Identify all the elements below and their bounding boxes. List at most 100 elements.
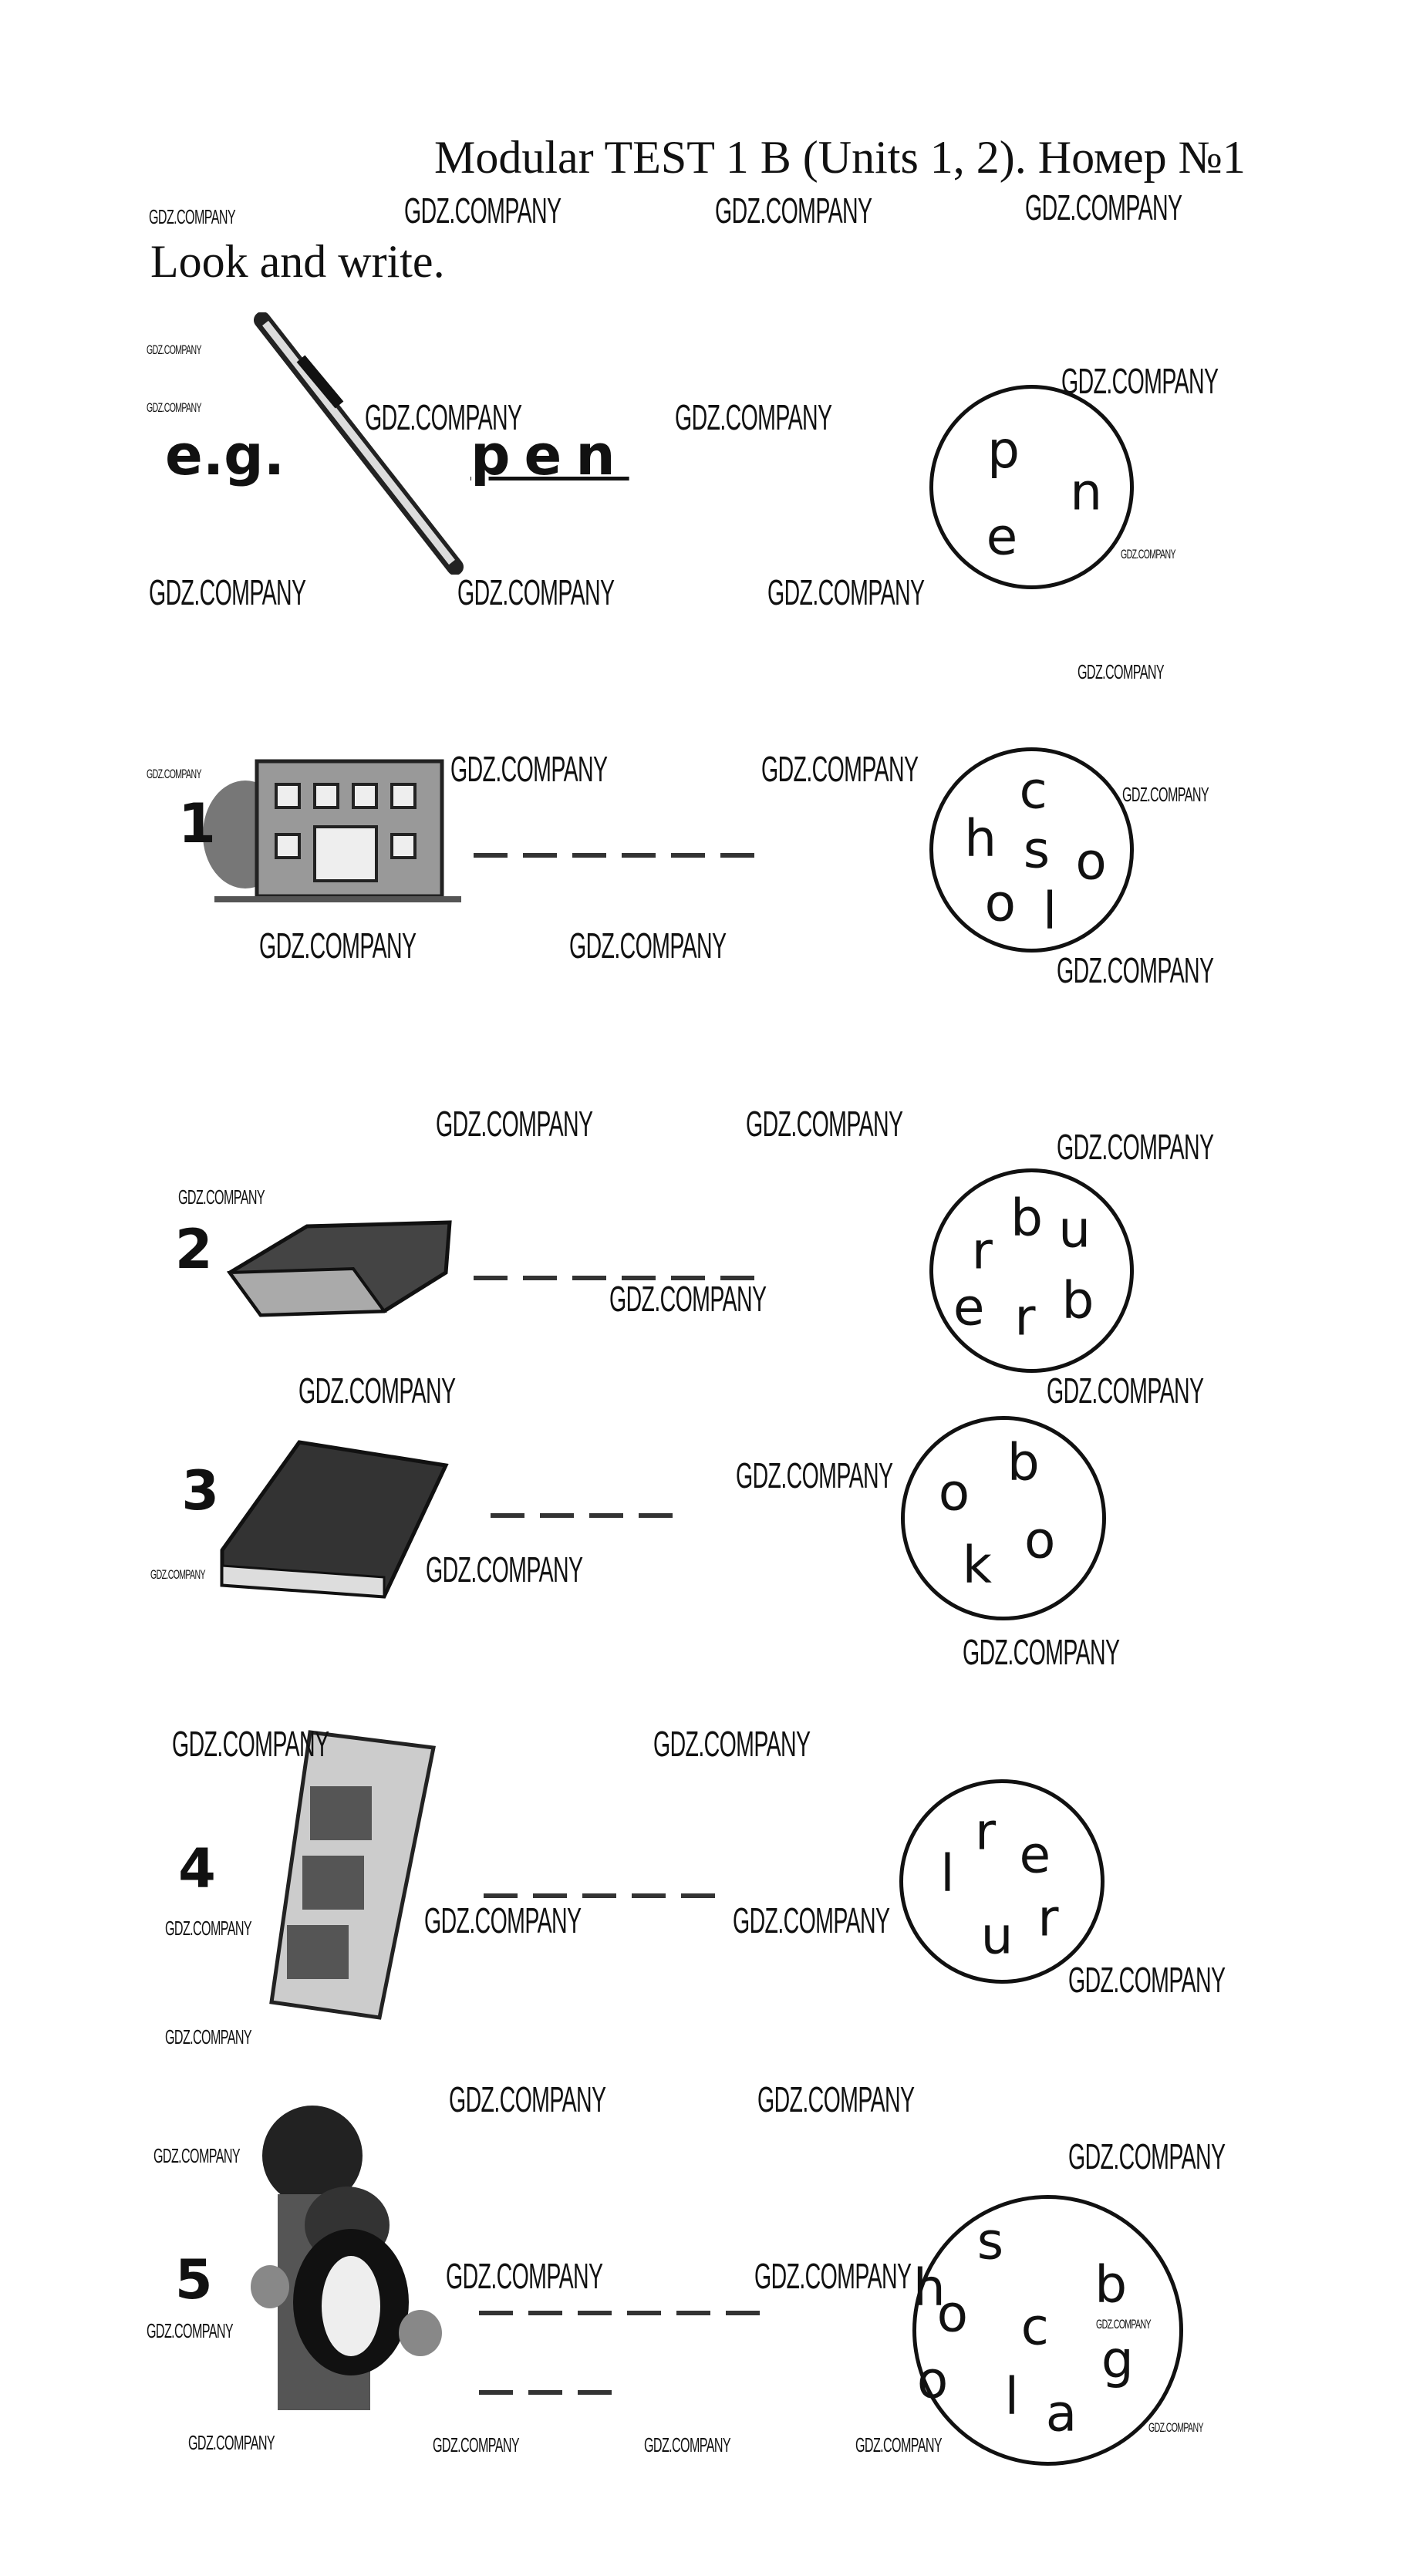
watermark: GDZ.COMPANY bbox=[609, 1278, 767, 1319]
school-picture bbox=[203, 759, 461, 902]
blank bbox=[490, 1513, 524, 1519]
letter-circle bbox=[929, 384, 1135, 589]
watermark: GDZ.COMPANY bbox=[746, 1103, 903, 1144]
watermark: GDZ.COMPANY bbox=[404, 191, 562, 231]
watermark: GDZ.COMPANY bbox=[450, 748, 608, 789]
blank bbox=[681, 1893, 716, 1898]
watermark: GDZ.COMPANY bbox=[148, 204, 236, 228]
watermark: GDZ.COMPANY bbox=[1078, 660, 1165, 684]
watermark: GDZ.COMPANY bbox=[653, 1724, 811, 1765]
example-label: e.g. bbox=[165, 423, 285, 487]
blank bbox=[523, 1276, 558, 1281]
scrambled-letter: r bbox=[1037, 1888, 1059, 1948]
watermark: GDZ.COMPANY bbox=[165, 1916, 252, 1940]
watermark: GDZ.COMPANY bbox=[364, 396, 522, 437]
answer-blanks[interactable] bbox=[474, 853, 755, 858]
blank bbox=[671, 853, 706, 858]
watermark: GDZ.COMPANY bbox=[457, 572, 615, 612]
watermark: GDZ.COMPANY bbox=[1122, 782, 1209, 806]
scrambled-letter: u bbox=[980, 1906, 1013, 1966]
watermark: GDZ.COMPANY bbox=[1056, 1126, 1214, 1167]
scrambled-letter: o bbox=[936, 2284, 968, 2344]
scrambled-letter: g bbox=[1101, 2330, 1134, 2390]
blank bbox=[572, 1276, 607, 1281]
watermark: GDZ.COMPANY bbox=[754, 2255, 912, 2296]
letter-circle bbox=[929, 747, 1135, 953]
scrambled-letter: e bbox=[986, 507, 1018, 566]
watermark: GDZ.COMPANY bbox=[258, 925, 417, 966]
scrambled-letter: c bbox=[1019, 760, 1047, 821]
scrambled-letter: e bbox=[1019, 1825, 1051, 1885]
watermark: GDZ.COMPANY bbox=[761, 748, 919, 789]
watermark: GDZ.COMPANY bbox=[962, 1631, 1120, 1672]
watermark: GDZ.COMPANY bbox=[736, 1455, 893, 1495]
watermark: GDZ.COMPANY bbox=[449, 2079, 606, 2119]
blank bbox=[528, 2389, 562, 2395]
answer-blanks[interactable] bbox=[478, 2389, 612, 2395]
scrambled-letter: o bbox=[1075, 831, 1107, 892]
watermark: GDZ.COMPANY bbox=[643, 2433, 731, 2456]
watermark: GDZ.COMPANY bbox=[165, 2025, 252, 2048]
watermark: GDZ.COMPANY bbox=[1046, 1371, 1204, 1411]
scrambled-letter: s bbox=[1023, 820, 1051, 880]
scrambled-letter: c bbox=[1020, 2297, 1049, 2357]
scrambled-letter: h bbox=[964, 808, 997, 868]
scrambled-letter: b bbox=[1007, 1432, 1040, 1492]
watermark: GDZ.COMPANY bbox=[767, 572, 925, 612]
blank bbox=[539, 1513, 574, 1519]
page-title: Modular TEST 1 B (Units 1, 2). Номер №1 bbox=[434, 132, 1246, 183]
scrambled-letter: k bbox=[962, 1535, 992, 1595]
blank bbox=[676, 2311, 710, 2315]
blank bbox=[626, 2311, 661, 2315]
blank bbox=[720, 853, 755, 858]
watermark: GDZ.COMPANY bbox=[148, 572, 306, 612]
scrambled-letter: h bbox=[912, 2257, 946, 2318]
scrambled-letter: b bbox=[1061, 1270, 1094, 1330]
letter-circle bbox=[929, 1168, 1135, 1374]
scrambled-letter: l bbox=[1004, 2366, 1019, 2426]
answer-blanks[interactable] bbox=[478, 2311, 760, 2315]
book-picture bbox=[220, 1440, 449, 1599]
schoolbag-picture bbox=[251, 2106, 442, 2410]
blank bbox=[474, 853, 508, 858]
blank bbox=[474, 1276, 508, 1281]
scrambled-letter: r bbox=[975, 1802, 997, 1862]
blank bbox=[582, 1893, 617, 1898]
watermark: GDZ.COMPANY bbox=[426, 1549, 583, 1590]
watermark: GDZ.COMPANY bbox=[147, 400, 202, 416]
watermark: GDZ.COMPANY bbox=[1067, 1960, 1226, 2001]
item-number: 2 bbox=[174, 1218, 213, 1282]
pen-picture bbox=[254, 312, 464, 575]
watermark: GDZ.COMPANY bbox=[569, 925, 727, 966]
answer-blanks[interactable] bbox=[490, 1513, 673, 1519]
blank bbox=[725, 2311, 760, 2315]
watermark: GDZ.COMPANY bbox=[171, 1724, 329, 1765]
blank bbox=[523, 853, 558, 858]
watermark: GDZ.COMPANY bbox=[1095, 2316, 1151, 2332]
rubber-picture bbox=[227, 1220, 452, 1317]
scrambled-letter: a bbox=[1045, 2383, 1078, 2443]
scrambled-letter: n bbox=[1070, 462, 1103, 522]
scrambled-letter: s bbox=[976, 2211, 1004, 2271]
instruction: Look and write. bbox=[150, 236, 445, 287]
watermark: GDZ.COMPANY bbox=[1148, 2420, 1204, 2436]
watermark: GDZ.COMPANY bbox=[714, 191, 872, 231]
blank bbox=[577, 2311, 612, 2315]
answer-blanks[interactable] bbox=[474, 1276, 755, 1281]
watermark: GDZ.COMPANY bbox=[147, 767, 202, 782]
watermark: GDZ.COMPANY bbox=[1067, 2136, 1226, 2177]
blank bbox=[533, 1893, 568, 1898]
scrambled-letter: b bbox=[1010, 1188, 1044, 1248]
watermark: GDZ.COMPANY bbox=[435, 1103, 593, 1144]
blank bbox=[478, 2311, 513, 2315]
scrambled-letter: o bbox=[1024, 1510, 1056, 1570]
answer-blanks[interactable] bbox=[484, 1893, 716, 1898]
scrambled-letter: e bbox=[953, 1277, 985, 1337]
scrambled-letter: o bbox=[984, 873, 1017, 933]
watermark: GDZ.COMPANY bbox=[187, 2431, 275, 2455]
blank bbox=[622, 853, 656, 858]
item-number: 1 bbox=[178, 792, 216, 856]
blank bbox=[671, 1276, 706, 1281]
ruler-picture bbox=[269, 1730, 436, 2020]
blank bbox=[528, 2311, 562, 2315]
